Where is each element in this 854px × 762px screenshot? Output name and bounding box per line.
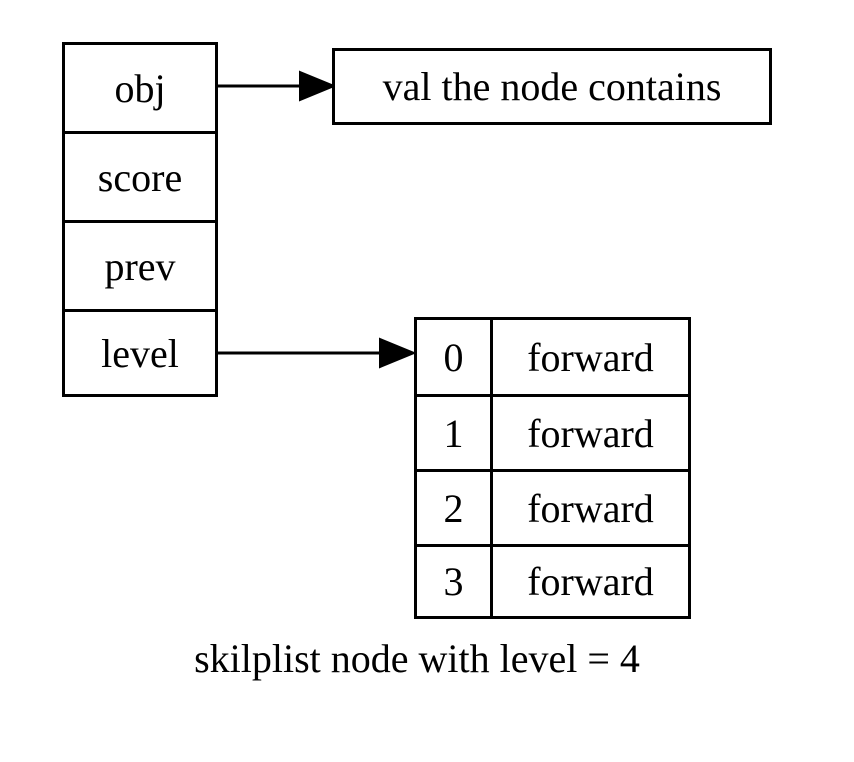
field-prev: prev	[65, 223, 215, 309]
level-index-3: 3	[417, 547, 490, 616]
skiplist-node-record: obj score prev level	[62, 42, 218, 397]
level-index-0: 0	[417, 320, 490, 394]
level-array: 0 forward 1 forward 2 forward 3 forward	[414, 317, 691, 619]
level-index-3-label: 3	[443, 559, 464, 604]
field-obj: obj	[65, 45, 215, 131]
divider	[65, 309, 215, 312]
level-forward-2-label: forward	[527, 485, 654, 531]
value-node: val the node contains	[332, 48, 772, 125]
level-forward-3: forward	[493, 547, 688, 616]
value-node-label: val the node contains	[382, 64, 722, 109]
divider	[417, 544, 688, 547]
diagram-caption: skilplist node with level = 4	[0, 630, 834, 686]
level-index-0-label: 0	[443, 334, 464, 380]
level-forward-1-label: forward	[527, 410, 654, 456]
field-level-label: level	[101, 330, 179, 376]
diagram-caption-text: skilplist node with level = 4	[194, 635, 640, 681]
column-divider	[490, 320, 493, 616]
divider	[65, 220, 215, 223]
level-forward-2: forward	[493, 472, 688, 544]
level-forward-3-label: forward	[527, 559, 654, 604]
value-node-cell: val the node contains	[335, 51, 769, 122]
field-obj-label: obj	[114, 65, 166, 111]
divider	[417, 394, 688, 397]
field-score-label: score	[97, 154, 183, 200]
level-index-1: 1	[417, 397, 490, 469]
arrowhead-obj-to-value	[299, 70, 337, 102]
level-index-1-label: 1	[443, 410, 464, 456]
level-index-2-label: 2	[443, 485, 464, 531]
level-index-2: 2	[417, 472, 490, 544]
level-forward-0-label: forward	[527, 334, 654, 380]
divider	[417, 469, 688, 472]
field-score: score	[65, 134, 215, 220]
field-level: level	[65, 312, 215, 394]
divider	[65, 131, 215, 134]
level-forward-0: forward	[493, 320, 688, 394]
field-prev-label: prev	[104, 243, 176, 289]
level-forward-1: forward	[493, 397, 688, 469]
arrowhead-level-to-array	[379, 337, 417, 369]
